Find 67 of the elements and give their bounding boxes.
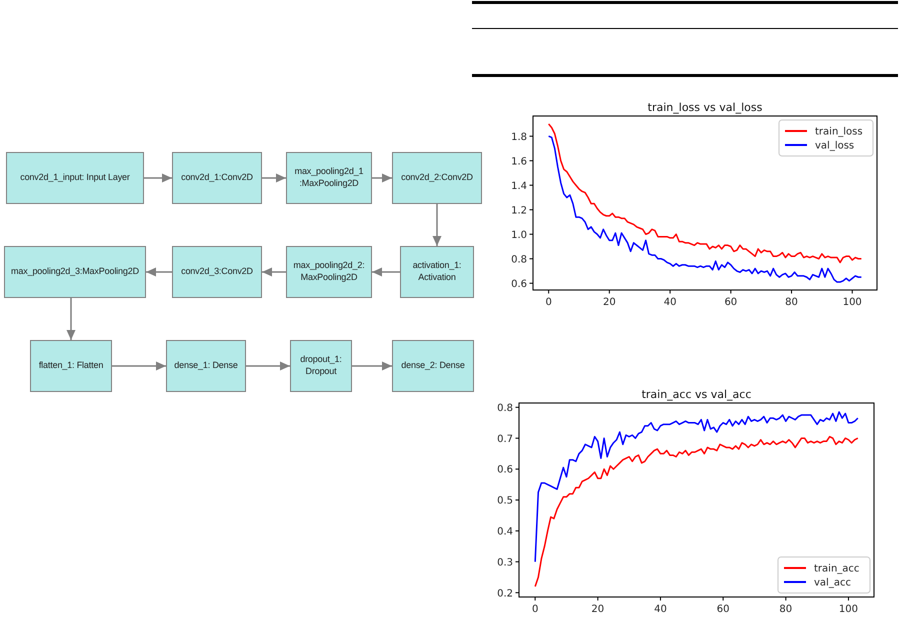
legend-label: val_loss bbox=[815, 140, 854, 152]
tick-label: 0.5 bbox=[497, 496, 513, 507]
layer-box bbox=[172, 246, 262, 298]
layer-box bbox=[6, 152, 144, 204]
tick-label: 0.8 bbox=[497, 402, 513, 414]
tick-label: 0.4 bbox=[497, 526, 513, 538]
arrow bbox=[372, 174, 392, 182]
tick-label: 40 bbox=[654, 604, 667, 615]
legend-label: val_acc bbox=[814, 578, 851, 588]
tick-label: 20 bbox=[603, 297, 616, 308]
tick-label: 0.3 bbox=[497, 557, 513, 568]
tick-label: 80 bbox=[779, 604, 792, 615]
layer-label: conv2d_2:Conv2D bbox=[401, 172, 473, 184]
layer-box bbox=[290, 340, 352, 392]
layer-box bbox=[286, 152, 372, 204]
tick-label: 1.0 bbox=[511, 230, 527, 241]
layer-box bbox=[166, 340, 246, 392]
tick-label: 0.2 bbox=[497, 588, 513, 600]
tick-label: 1.8 bbox=[511, 132, 527, 143]
legend-label: train_acc bbox=[814, 564, 860, 574]
tick-label: 0.8 bbox=[511, 254, 527, 266]
tick-label: 20 bbox=[591, 604, 604, 615]
tick-label: 100 bbox=[838, 604, 858, 615]
tick-label: 80 bbox=[785, 297, 798, 308]
arrow bbox=[352, 362, 392, 370]
layer-label: dense_2: Dense bbox=[401, 360, 465, 372]
chart-title: train_loss vs val_loss bbox=[648, 101, 762, 114]
arrow bbox=[144, 174, 172, 182]
layer-box bbox=[286, 246, 372, 298]
layer-box bbox=[392, 340, 474, 392]
layer-box bbox=[30, 340, 112, 392]
tick-label: 1.6 bbox=[511, 156, 527, 168]
tick-label: 0.6 bbox=[511, 278, 527, 290]
arrow bbox=[262, 174, 286, 182]
arrow bbox=[262, 268, 286, 276]
layer-label: max_pooling2d_1 :MaxPooling2D bbox=[294, 166, 364, 190]
layer-label: max_pooling2d_2: MaxPooling2D bbox=[292, 260, 366, 284]
tick-label: 0.7 bbox=[497, 434, 513, 445]
tick-label: 1.4 bbox=[511, 180, 527, 192]
tick-label: 1.2 bbox=[511, 205, 527, 216]
arrow bbox=[372, 268, 400, 276]
tick-label: 60 bbox=[724, 297, 738, 308]
layer-box bbox=[400, 246, 474, 298]
chart-title: train_acc vs val_acc bbox=[642, 388, 752, 401]
tick-label: 0.6 bbox=[497, 464, 513, 476]
layer-box bbox=[392, 152, 482, 204]
layer-label: flatten_1: Flatten bbox=[38, 360, 104, 372]
tick-label: 0 bbox=[532, 604, 538, 615]
layer-label: max_pooling2d_3:MaxPooling2D bbox=[11, 266, 139, 278]
arrow bbox=[66, 298, 76, 340]
layer-label: conv2d_1:Conv2D bbox=[181, 172, 253, 184]
layer-box bbox=[172, 152, 262, 204]
tick-label: 0 bbox=[545, 297, 552, 308]
tick-label: 60 bbox=[716, 604, 730, 615]
tick-label: 40 bbox=[664, 297, 676, 308]
layer-box bbox=[4, 246, 146, 298]
arrow bbox=[146, 268, 172, 276]
arrow bbox=[246, 362, 290, 370]
arrow bbox=[432, 204, 442, 246]
layer-label: activation_1: Activation bbox=[412, 260, 462, 284]
layer-label: conv2d_1_input: Input Layer bbox=[20, 172, 130, 184]
layer-label: dense_1: Dense bbox=[174, 360, 238, 372]
arrow bbox=[112, 362, 166, 370]
layer-label: dropout_1: Dropout bbox=[299, 354, 343, 378]
legend-label: train_loss bbox=[815, 126, 863, 138]
layer-label: conv2d_3:Conv2D bbox=[181, 266, 253, 278]
tick-label: 100 bbox=[842, 297, 862, 308]
